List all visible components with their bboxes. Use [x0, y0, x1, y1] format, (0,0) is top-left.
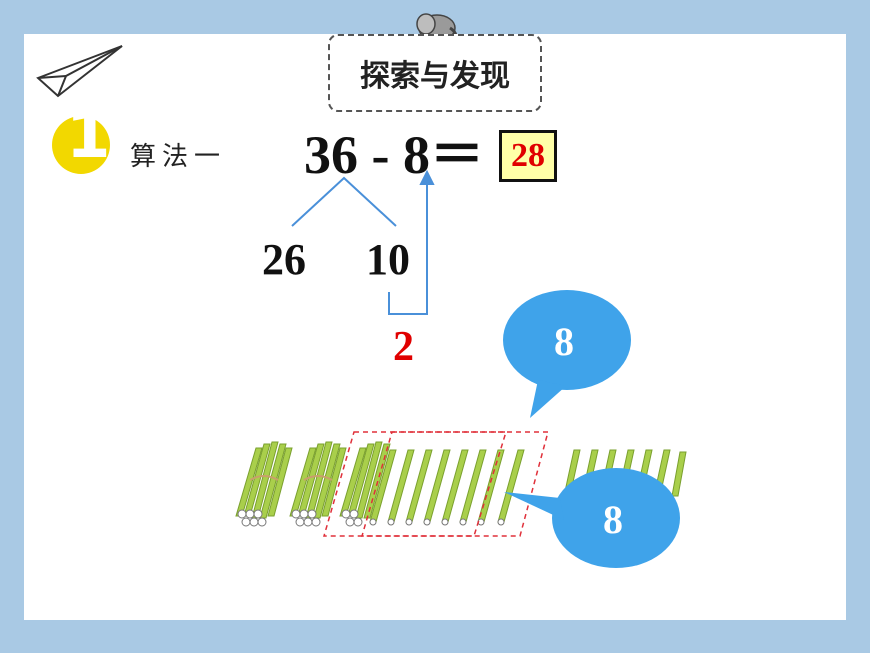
split-left: 26 [262, 235, 306, 284]
slide-canvas [24, 34, 846, 620]
split-right: 10 [366, 235, 410, 284]
number-badge-label: 1 [66, 99, 111, 173]
bubble-bottom-label: 8 [603, 497, 623, 542]
answer-box: 28 [499, 130, 557, 182]
bubble-top-label: 8 [554, 319, 574, 364]
method-label: 算法一 [130, 142, 227, 172]
equation: 36 - 8＝ [304, 125, 484, 185]
number-badge [52, 116, 110, 174]
section-title: 探索与发现 [328, 34, 542, 112]
remainder: 2 [393, 324, 414, 370]
